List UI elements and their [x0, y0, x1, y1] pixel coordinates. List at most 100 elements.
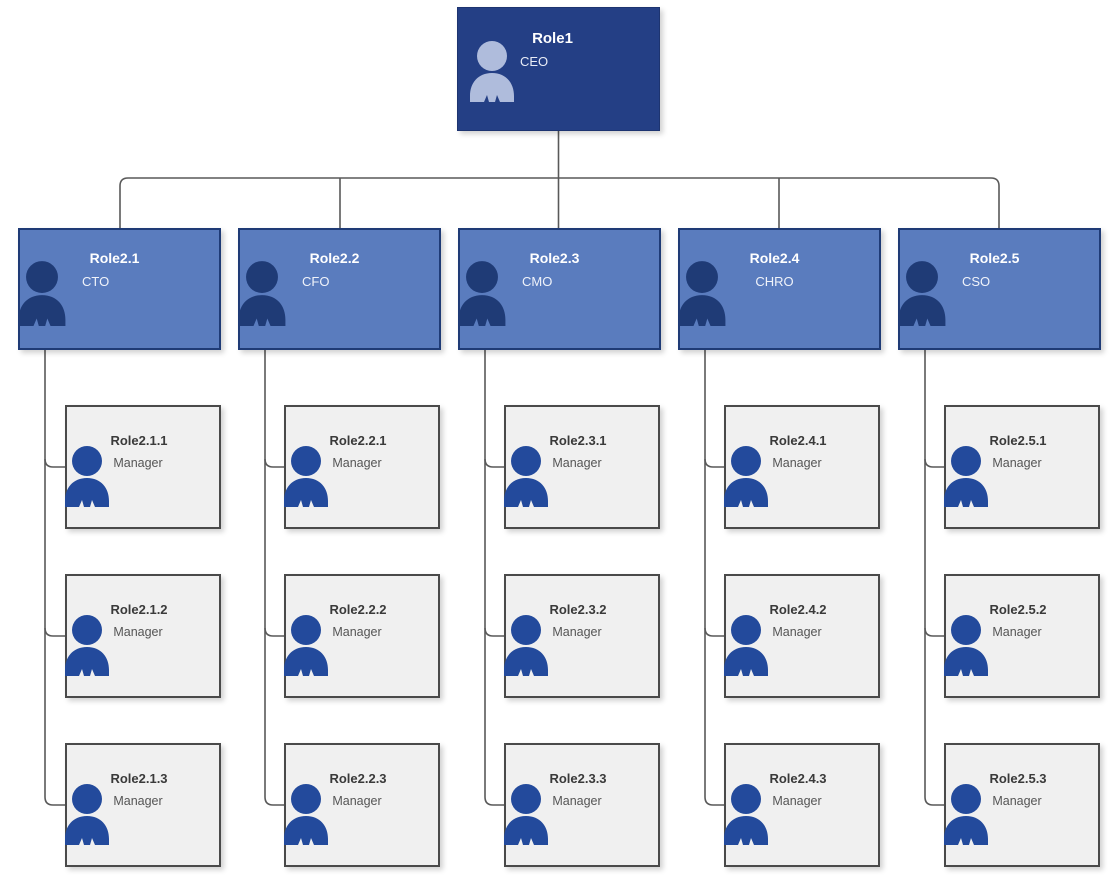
org-node-role2-2-3[interactable]: Role2.2.3 Manager: [284, 743, 440, 867]
node-title: Role2.1: [89, 250, 140, 266]
node-subtitle: Manager: [332, 625, 382, 639]
connector-elbow-1-1: [44, 458, 65, 468]
org-node-role2-5-1[interactable]: Role2.5.1 Manager: [944, 405, 1100, 529]
node-subtitle: Manager: [992, 794, 1042, 808]
org-node-role2-3-2[interactable]: Role2.3.2 Manager: [504, 574, 660, 698]
node-title: Role2.3.2: [549, 602, 607, 617]
connector-spine-1: [44, 350, 65, 806]
node-title: Role2.1.2: [110, 602, 168, 617]
node-title: Role2.4.3: [769, 771, 827, 786]
org-node-role2-5-2[interactable]: Role2.5.2 Manager: [944, 574, 1100, 698]
node-title: Role2.4.2: [769, 602, 827, 617]
node-subtitle: Manager: [992, 625, 1042, 639]
person-icon: [59, 783, 115, 850]
person-icon: [278, 614, 334, 681]
person-icon: [498, 445, 554, 512]
node-subtitle: CHRO: [755, 274, 794, 289]
connector-elbow-4-1: [704, 458, 724, 468]
org-node-role2-5[interactable]: Role2.5 CSO: [898, 228, 1101, 350]
org-node-role2-5-3[interactable]: Role2.5.3 Manager: [944, 743, 1100, 867]
connector-elbow-5-1: [924, 458, 944, 468]
org-node-role2-1-1[interactable]: Role2.1.1 Manager: [65, 405, 221, 529]
org-node-role2-4-3[interactable]: Role2.4.3 Manager: [724, 743, 880, 867]
person-icon: [232, 260, 292, 331]
person-icon: [718, 614, 774, 681]
connector-elbow-5-2: [924, 627, 944, 637]
person-icon: [464, 40, 520, 107]
connector-spine-3: [484, 350, 504, 806]
node-subtitle: CEO: [520, 54, 549, 69]
person-icon: [59, 614, 115, 681]
node-title: Role2.3.3: [549, 771, 607, 786]
person-icon: [498, 783, 554, 850]
node-subtitle: CFO: [302, 274, 330, 289]
node-title: Role2.1.1: [110, 433, 168, 448]
org-node-role2-4[interactable]: Role2.4 CHRO: [678, 228, 881, 350]
node-title: Role2.1.3: [110, 771, 168, 786]
node-subtitle: Manager: [772, 625, 822, 639]
org-node-role2-2-1[interactable]: Role2.2.1 Manager: [284, 405, 440, 529]
person-icon: [12, 260, 72, 331]
node-subtitle: Manager: [332, 456, 382, 470]
person-icon: [278, 445, 334, 512]
connector-spine-5: [924, 350, 944, 806]
person-icon: [938, 614, 994, 681]
person-icon: [938, 445, 994, 512]
person-icon: [718, 445, 774, 512]
node-subtitle: Manager: [552, 456, 602, 470]
org-node-role2-3-3[interactable]: Role2.3.3 Manager: [504, 743, 660, 867]
org-node-role2-1[interactable]: Role2.1 CTO: [18, 228, 221, 350]
node-subtitle: Manager: [772, 456, 822, 470]
node-title: Role2.5: [969, 250, 1020, 266]
node-title: Role1: [532, 30, 573, 47]
node-subtitle: Manager: [552, 625, 602, 639]
node-title: Role2.4.1: [769, 433, 827, 448]
node-title: Role2.4: [749, 250, 800, 266]
connector-elbow-2-2: [264, 627, 284, 637]
connector-spine-4: [704, 350, 724, 806]
person-icon: [938, 783, 994, 850]
node-subtitle: Manager: [113, 625, 163, 639]
person-icon: [452, 260, 512, 331]
org-node-role2-3[interactable]: Role2.3 CMO: [458, 228, 661, 350]
node-title: Role2.2: [309, 250, 360, 266]
node-subtitle: CTO: [82, 274, 110, 289]
node-title: Role2.3.1: [549, 433, 607, 448]
person-icon: [498, 614, 554, 681]
org-node-role2-1-2[interactable]: Role2.1.2 Manager: [65, 574, 221, 698]
connector-elbow-2-1: [264, 458, 284, 468]
node-subtitle: Manager: [772, 794, 822, 808]
connector-spine-2: [264, 350, 284, 806]
node-title: Role2.2.3: [329, 771, 387, 786]
org-node-role2-2-2[interactable]: Role2.2.2 Manager: [284, 574, 440, 698]
person-icon: [278, 783, 334, 850]
node-subtitle: Manager: [113, 456, 163, 470]
connector-elbow-1-2: [44, 627, 65, 637]
person-icon: [59, 445, 115, 512]
node-subtitle: Manager: [552, 794, 602, 808]
connector-bus: [119, 177, 1000, 228]
node-subtitle: Manager: [332, 794, 382, 808]
org-node-role2-4-2[interactable]: Role2.4.2 Manager: [724, 574, 880, 698]
node-title: Role2.5.3: [989, 771, 1047, 786]
connector-elbow-4-2: [704, 627, 724, 637]
node-title: Role2.5.1: [989, 433, 1047, 448]
node-title: Role2.5.2: [989, 602, 1047, 617]
node-subtitle: Manager: [113, 794, 163, 808]
node-subtitle: Manager: [992, 456, 1042, 470]
org-node-role2-1-3[interactable]: Role2.1.3 Manager: [65, 743, 221, 867]
connector-elbow-3-1: [484, 458, 504, 468]
org-node-role2-4-1[interactable]: Role2.4.1 Manager: [724, 405, 880, 529]
org-node-ceo[interactable]: Role1 CEO: [457, 7, 660, 131]
node-title: Role2.3: [529, 250, 580, 266]
connector-elbow-3-2: [484, 627, 504, 637]
org-node-role2-3-1[interactable]: Role2.3.1 Manager: [504, 405, 660, 529]
person-icon: [892, 260, 952, 331]
person-icon: [718, 783, 774, 850]
person-icon: [672, 260, 732, 331]
node-subtitle: CSO: [962, 274, 991, 289]
node-subtitle: CMO: [522, 274, 553, 289]
org-node-role2-2[interactable]: Role2.2 CFO: [238, 228, 441, 350]
